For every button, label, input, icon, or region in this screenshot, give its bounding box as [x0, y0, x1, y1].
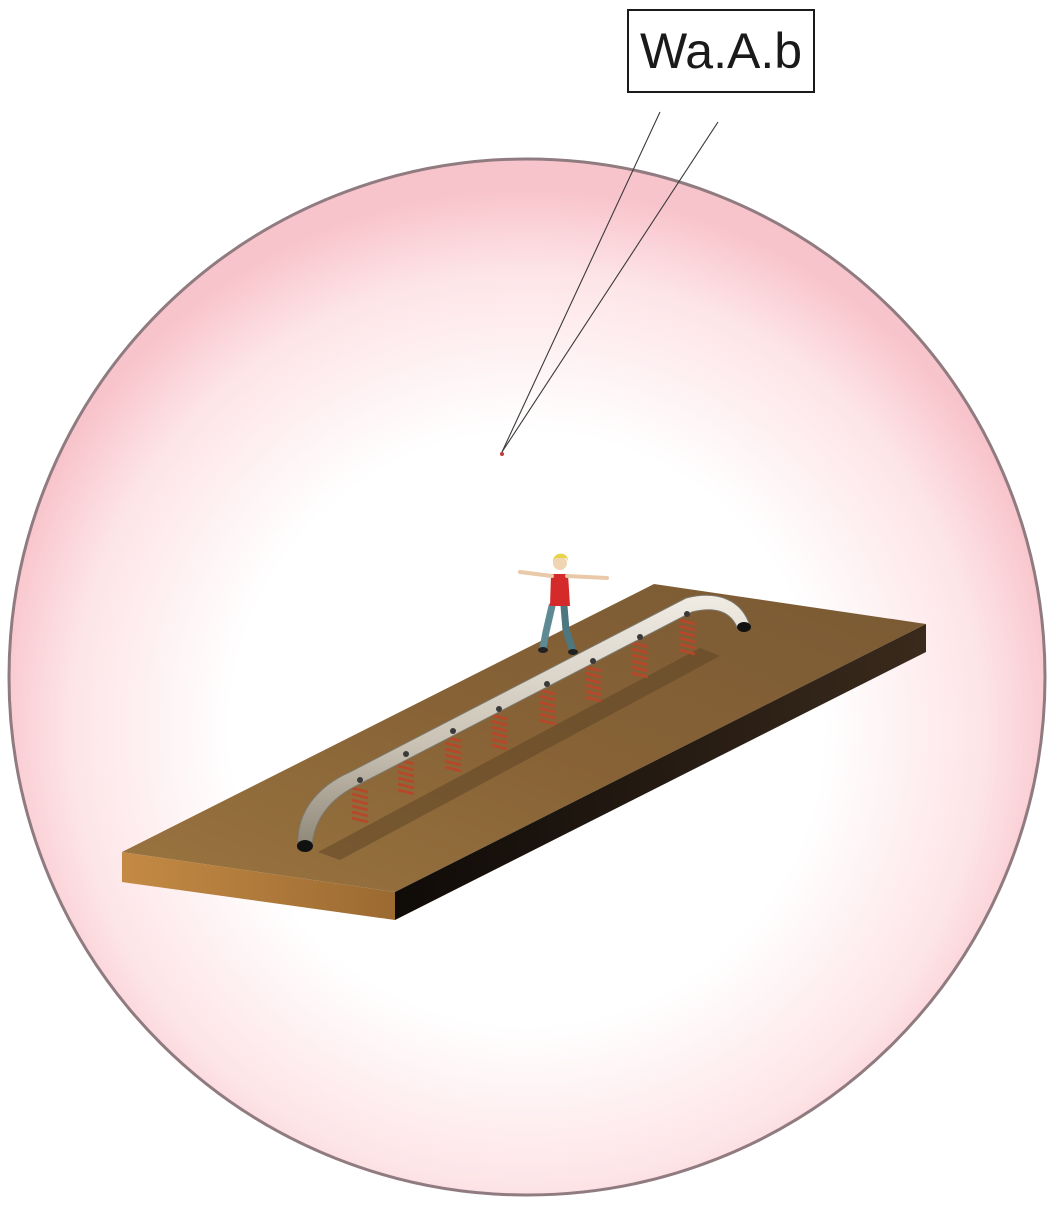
label-text: Wa.A.b — [640, 26, 802, 76]
person-head — [553, 556, 567, 570]
person-shirt — [550, 574, 570, 606]
label-box: Wa.A.b — [627, 9, 815, 93]
person-arm-right — [567, 576, 607, 578]
beam-end-right — [737, 622, 751, 632]
beam-end-left — [297, 840, 313, 852]
focus-point — [500, 452, 504, 456]
